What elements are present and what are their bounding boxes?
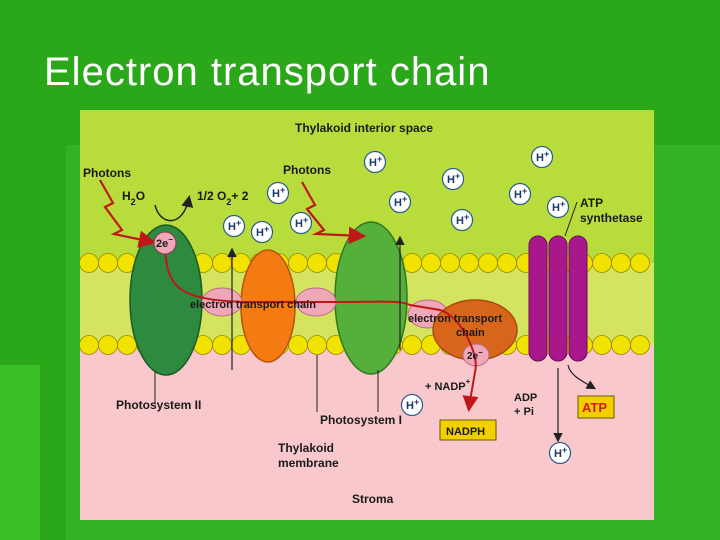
proton-label: H+ <box>552 199 565 214</box>
etc-label-right-line2: chain <box>456 327 485 339</box>
lipid-head <box>421 253 441 273</box>
proton-label: H+ <box>456 212 469 227</box>
proton-label: H+ <box>295 215 308 230</box>
proton-circle <box>250 220 274 244</box>
proton-circle <box>546 195 570 219</box>
proton-circle <box>400 393 424 417</box>
nadph-label: NADPH <box>446 426 485 438</box>
proton-circle <box>441 167 465 191</box>
lipid-head <box>212 335 232 355</box>
electron-pair-circle <box>153 231 177 255</box>
leader-line <box>564 201 578 237</box>
thylakoid-membrane-label-line1: Thylakoid <box>278 441 334 455</box>
lipid-head <box>402 335 422 355</box>
lipid-head <box>402 253 422 273</box>
lipid-head <box>288 253 308 273</box>
lipid-head <box>98 335 118 355</box>
proton-label: H+ <box>514 186 527 201</box>
proton-circle <box>222 214 246 238</box>
etc-label-right-line1: electron transport <box>408 313 502 325</box>
lipid-head <box>440 253 460 273</box>
lipid-head <box>478 253 498 273</box>
lipid-head <box>459 253 479 273</box>
photons-label-right: Photons <box>283 163 331 177</box>
atp-synthesis-arrow <box>567 364 597 390</box>
background-stripe <box>0 365 40 540</box>
photons-label-left: Photons <box>83 166 131 180</box>
proton-circle <box>530 145 554 169</box>
proton-label: H+ <box>536 149 549 164</box>
lipid-head <box>630 253 650 273</box>
photosystem-i-label: Photosystem I <box>320 413 402 427</box>
proton-label: H+ <box>369 154 382 169</box>
lipid-head <box>80 335 99 355</box>
atp-synthetase-label-line2: synthetase <box>580 211 643 225</box>
proton-circle <box>388 190 412 214</box>
etc-label-left: electron transport chain <box>190 299 316 311</box>
lipid-head <box>497 253 517 273</box>
proton-label: H+ <box>228 218 241 233</box>
proton-label: H+ <box>272 185 285 200</box>
atp-synthetase <box>528 235 588 362</box>
electron-path <box>164 249 479 412</box>
water-split-arrow <box>154 195 194 222</box>
lipid-head <box>307 335 327 355</box>
lipid-head <box>630 335 650 355</box>
proton-circle <box>363 150 387 174</box>
lipid-head <box>592 253 612 273</box>
proton-label: H+ <box>554 445 567 460</box>
lipid-head <box>307 253 327 273</box>
electron-pair-label: 2e− <box>156 235 173 250</box>
proton-circle <box>508 182 532 206</box>
atp-label: ATP <box>582 400 607 415</box>
atp-synthetase-label-line1: ATP <box>580 196 603 210</box>
proton-label: H+ <box>406 397 419 412</box>
pi-label: + Pi <box>514 406 534 418</box>
lipid-head <box>611 253 631 273</box>
proton-group: H+ H+ H+ H+ H+ H+ H+ H+ H+ H+ H+ H+ H+ <box>222 145 572 465</box>
water-label: H2O <box>122 189 145 207</box>
lipid-head <box>117 335 137 355</box>
oxygen-label: 1/2 O2+ 2 <box>197 189 249 207</box>
nadph-box <box>439 419 497 441</box>
adp-label: ADP <box>514 392 537 404</box>
electron-pair-label-right: 2e− <box>467 348 483 362</box>
photosystem-i <box>334 221 408 375</box>
proton-label: H+ <box>256 224 269 239</box>
photon-arrow-right <box>301 181 367 245</box>
proton-label: H+ <box>447 171 460 186</box>
proton-circle <box>548 441 572 465</box>
lipid-head <box>212 253 232 273</box>
electron-transport-diagram: H+ H+ H+ H+ H+ H+ H+ H+ H+ H+ H+ H+ H+ Thylakoid inte… <box>80 110 654 520</box>
atp-box <box>577 395 615 419</box>
thylakoid-membrane-label-line2: membrane <box>278 456 339 470</box>
lipid-head <box>288 335 308 355</box>
photosystem-ii-label: Photosystem II <box>116 398 201 412</box>
nadp-label: + NADP+ <box>425 377 471 393</box>
lipid-head <box>592 335 612 355</box>
proton-label: H+ <box>394 194 407 209</box>
proton-circle <box>289 211 313 235</box>
proton-circle <box>266 181 290 205</box>
lipid-head <box>611 335 631 355</box>
photon-arrow-left <box>99 179 157 248</box>
lipid-head <box>98 253 118 273</box>
interior-label: Thylakoid interior space <box>295 121 433 135</box>
proton-circle <box>450 208 474 232</box>
lipid-head <box>80 253 99 273</box>
slide-title: Electron transport chain <box>44 50 491 94</box>
stroma-label: Stroma <box>352 492 394 506</box>
